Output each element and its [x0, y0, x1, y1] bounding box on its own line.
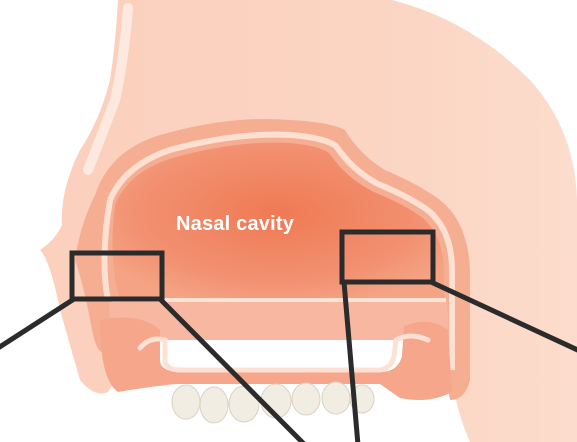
oral-tissue-edge: [140, 336, 428, 370]
nasal-cavity-label: Nasal cavity: [176, 213, 294, 236]
teeth: [172, 382, 374, 423]
callout-line-anterior-left: [0, 299, 74, 350]
